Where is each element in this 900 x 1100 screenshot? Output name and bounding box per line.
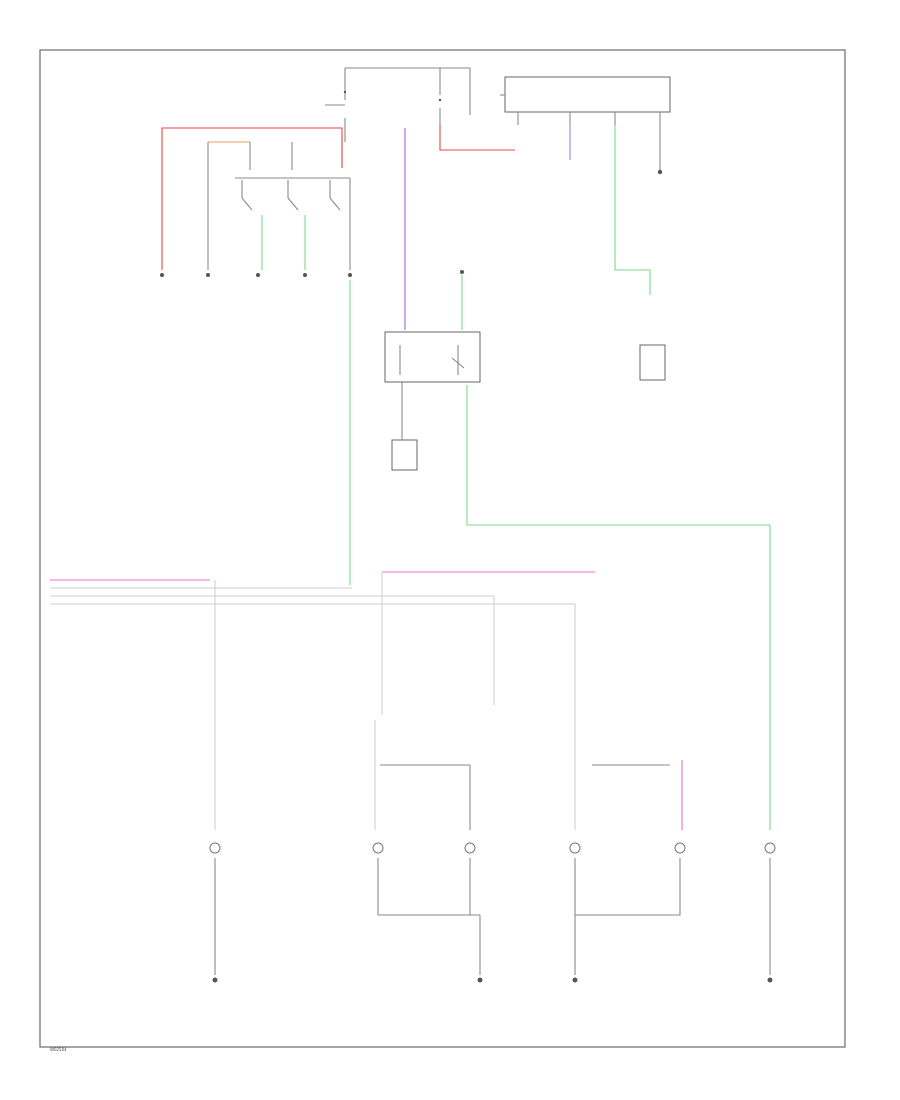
- red-wire-top: [439, 125, 515, 151]
- switch-group-left: [160, 142, 352, 277]
- lamp-column-3: [569, 604, 686, 983]
- diagram-id-label: W02504: [50, 1047, 67, 1052]
- relay-box: [384, 331, 481, 471]
- fuse-block-section: [325, 67, 471, 142]
- connector-box-right: [639, 344, 666, 381]
- bus-lines: [50, 572, 575, 715]
- lamp-column-4: [764, 842, 776, 983]
- trailer-module-box: [500, 76, 671, 175]
- green-wire-mid: [466, 385, 771, 830]
- green-wire-right: [614, 125, 651, 295]
- lamp-column-2: [372, 720, 483, 983]
- lamp-column-1: [209, 580, 221, 983]
- red-wire-left: [161, 127, 343, 270]
- diagram-frame: [39, 49, 846, 1048]
